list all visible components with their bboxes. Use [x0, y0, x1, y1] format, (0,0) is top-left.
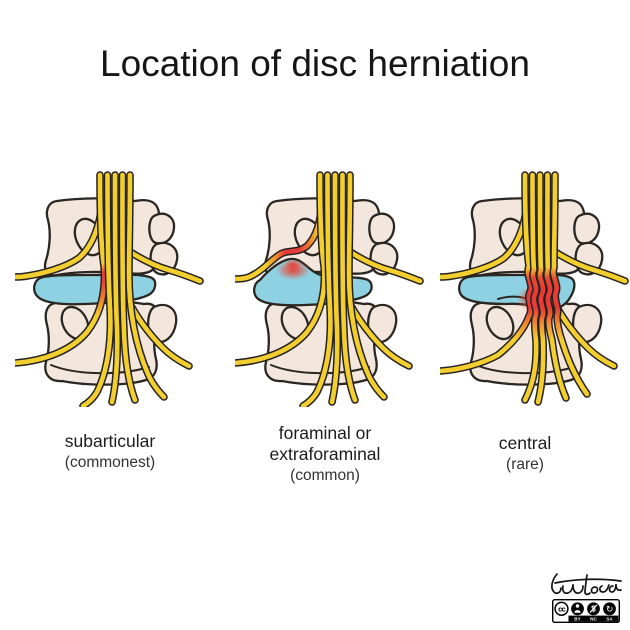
figure-central — [440, 162, 630, 407]
vertebra-lower-rim — [270, 364, 370, 375]
share-alike-arrow-icon: ↻ — [606, 605, 614, 615]
herniation-core — [284, 259, 302, 271]
caption-foraminal: foraminal or extraforaminal (common) — [240, 423, 410, 486]
vertebra-lower-rim — [475, 364, 575, 375]
page-title: Location of disc herniation — [100, 42, 530, 84]
caption-central: central (rare) — [425, 433, 625, 475]
herniation-type-label: subarticular — [64, 431, 156, 451]
by-label: BY — [574, 617, 580, 622]
sa-icon — [603, 602, 616, 616]
figure-foraminal — [235, 162, 435, 407]
articular-process-upper — [573, 212, 601, 245]
illustration-subarticular-herniation — [15, 162, 215, 407]
herniation-frequency-label: (common) — [290, 467, 360, 484]
nc-label: NC — [590, 617, 597, 622]
herniation-frequency-label: (commonest) — [64, 454, 156, 471]
cc-license-badge: cc $ ↻ BY NC SA — [552, 599, 620, 623]
person-icon — [574, 610, 581, 613]
sa-label: SA — [606, 617, 613, 622]
slash-icon — [589, 604, 598, 614]
pedicle-lower — [485, 305, 515, 341]
illustration-central-herniation — [440, 162, 630, 407]
herniation-type-label: foraminal or extraforaminal — [269, 423, 381, 464]
illustration-foraminal-herniation — [235, 162, 435, 407]
caption-subarticular: subarticular (commonest) — [10, 431, 210, 473]
intervertebral-disc — [33, 273, 157, 306]
herniation-frequency-label: (rare) — [506, 456, 544, 473]
cc-icon — [554, 601, 569, 616]
articular-process-upper — [368, 212, 396, 245]
articular-process-lower — [571, 303, 603, 344]
articular-process-lower — [146, 303, 178, 344]
articular-process-lower — [366, 303, 398, 344]
author-signature — [551, 573, 622, 596]
herniation-type-label: central — [498, 433, 552, 453]
figure-subarticular — [15, 162, 215, 407]
by-icon — [571, 602, 584, 616]
articular-process-upper — [148, 212, 176, 245]
vertebra-lower-rim — [50, 364, 150, 375]
cc-icon-label: cc — [558, 604, 565, 613]
license-label-strip — [568, 615, 619, 622]
